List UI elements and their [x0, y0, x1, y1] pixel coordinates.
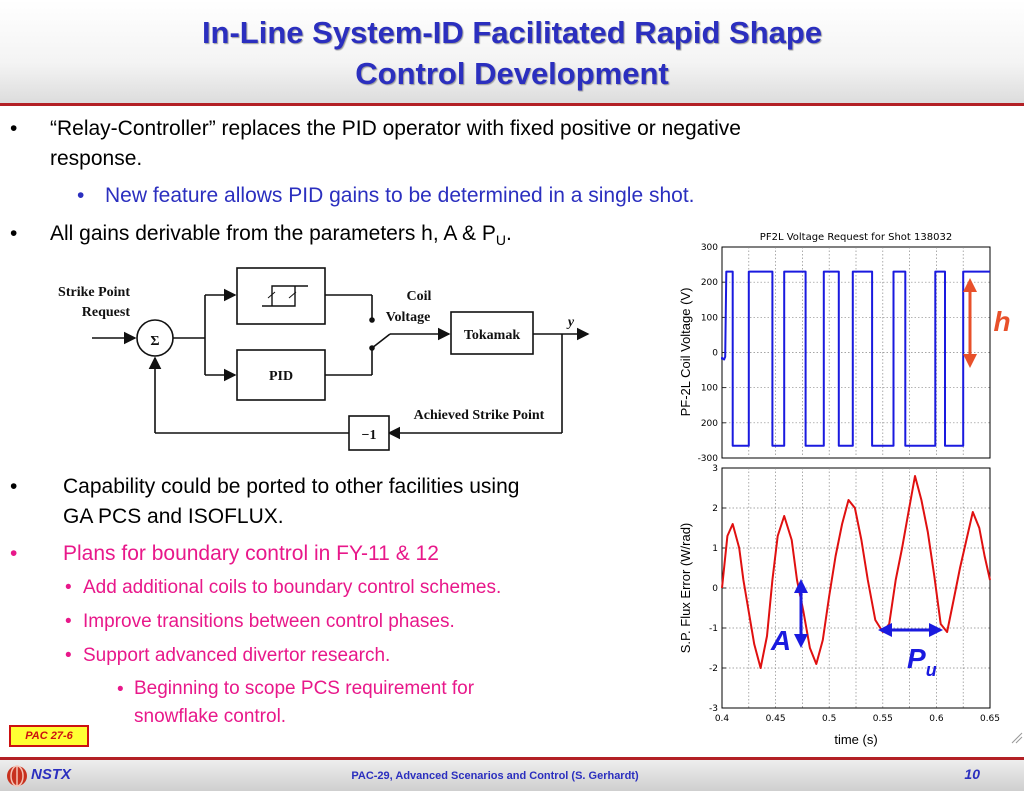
flux-y-tick-label: -1 [709, 624, 718, 634]
voltage-y-tick-label: 200 [701, 419, 718, 429]
Pu-annotation: Pu [907, 643, 937, 680]
pac-badge: PAC 27-6 [9, 725, 89, 747]
slide-title-line1: In-Line System-ID Facilitated Rapid Shap… [201, 15, 823, 50]
sum-symbol: Σ [150, 334, 159, 349]
footer-title: PAC-29, Advanced Scenarios and Control (… [351, 770, 639, 782]
output-y-label: y [566, 315, 575, 330]
voltage-y-tick-label: 100 [701, 313, 718, 323]
flux-chart-series [721, 475, 991, 669]
bullet-4: Plans for boundary control in FY-11 & 12 [63, 542, 439, 565]
diagram-label-voltage: Voltage [386, 310, 431, 325]
voltage-y-tick-label: 300 [701, 243, 718, 253]
bullet-2-end: . [506, 222, 512, 245]
bullet-marker: • [65, 577, 72, 598]
slide-title-line2: Control Development [355, 56, 669, 91]
bullet-marker: • [77, 184, 85, 207]
A-annotation: A [770, 625, 791, 656]
bullet-2: All gains derivable from the parameters … [50, 219, 512, 255]
bullet-4-sub-2: Improve transitions between control phas… [83, 611, 455, 632]
flux-x-tick-label: 0.45 [766, 714, 786, 724]
bullet-4-subsub-line1: Beginning to scope PCS requirement for [134, 678, 475, 699]
bullet-1-line2: response. [50, 147, 143, 170]
period-pu-arrow [878, 623, 943, 637]
voltage-y-tick-label: 200 [701, 278, 718, 288]
flux-y-tick-label: 0 [712, 584, 718, 594]
footer-divider [0, 757, 1024, 760]
bullet-marker: • [10, 117, 18, 140]
gain-block-label: −1 [362, 428, 377, 443]
bullet-marker: • [10, 222, 18, 245]
voltage-y-tick-label: 100 [701, 384, 718, 394]
title-band [0, 0, 1024, 104]
bullet-4-sub-1: Add additional coils to boundary control… [83, 577, 502, 598]
page-number: 10 [964, 766, 980, 782]
bullet-marker: • [65, 645, 72, 666]
flux-y-tick-label: -3 [709, 704, 718, 714]
flux-x-tick-label: 0.5 [822, 714, 836, 724]
flux-y-tick-label: 2 [712, 504, 718, 514]
flux-x-tick-label: 0.4 [715, 714, 730, 724]
flux-x-tick-label: 0.65 [980, 714, 1000, 724]
flux-chart-xlabel: time (s) [834, 732, 877, 747]
bullet-3-line2: GA PCS and ISOFLUX. [63, 505, 284, 528]
voltage-y-tick-label: -300 [698, 454, 719, 464]
flux-x-tick-label: 0.55 [873, 714, 893, 724]
nstx-logo-icon [7, 765, 27, 787]
Pu-annotation-sub: u [926, 660, 937, 680]
bullet-3-line1: Capability could be ported to other faci… [63, 475, 520, 498]
nstx-logo-text: NSTX [31, 766, 72, 783]
footer-band [0, 760, 1024, 791]
diagram-label-strike-point: Strike Point [58, 285, 130, 300]
bullet-4-sub-3: Support advanced divertor research. [83, 645, 391, 666]
voltage-y-tick-label: 0 [712, 349, 718, 359]
bullet-2-text: All gains derivable from the parameters … [50, 222, 496, 245]
bullet-marker: • [65, 611, 72, 632]
voltage-chart-series [721, 270, 990, 447]
bullet-marker: • [117, 679, 124, 700]
diagram-label-request: Request [82, 305, 131, 320]
bullet-1-sub: New feature allows PID gains to be deter… [105, 184, 695, 207]
bullet-marker: • [10, 475, 18, 498]
flux-chart-ylabel: S.P. Flux Error (W/rad) [678, 523, 693, 654]
bullet-marker: • [10, 542, 18, 565]
flux-series-line [721, 475, 991, 669]
diagram-label-achieved: Achieved Strike Point [414, 408, 545, 423]
tokamak-block-label: Tokamak [464, 328, 521, 343]
voltage-and-flux-charts: PF2L Voltage Request for Shot 138032 300… [678, 232, 1023, 747]
flux-y-tick-label: 3 [712, 464, 718, 474]
diagram-label-coil: Coil [407, 289, 432, 304]
flux-chart-x-ticks: 0.4 0.45 0.5 0.55 0.6 0.65 [715, 714, 1000, 724]
bullet-2-subscript: U [495, 232, 507, 249]
h-annotation: h [993, 306, 1010, 337]
flux-y-tick-label: -2 [709, 664, 718, 674]
pid-block-label: PID [269, 369, 293, 384]
voltage-chart-title: PF2L Voltage Request for Shot 138032 [760, 232, 952, 243]
amplitude-a-arrow [794, 579, 808, 648]
voltage-chart-ylabel: PF-2L Coil Voltage (V) [678, 288, 693, 417]
flux-y-tick-label: 1 [712, 544, 718, 554]
amplitude-h-arrow [963, 278, 977, 368]
flux-x-tick-label: 0.6 [929, 714, 944, 724]
bullet-1-line1: “Relay-Controller” replaces the PID oper… [50, 117, 741, 140]
resize-grip-icon [1011, 732, 1023, 744]
relay-controller-block-diagram: Strike Point Request Σ PID Coil Voltage … [58, 267, 590, 451]
Pu-annotation-P: P [907, 643, 926, 674]
bullet-4-subsub-line2: snowflake control. [134, 706, 287, 727]
voltage-series-line [721, 270, 990, 447]
title-divider [0, 103, 1024, 106]
voltage-chart-y-ticks: 300 200 100 0 100 200 -300 [698, 243, 726, 464]
